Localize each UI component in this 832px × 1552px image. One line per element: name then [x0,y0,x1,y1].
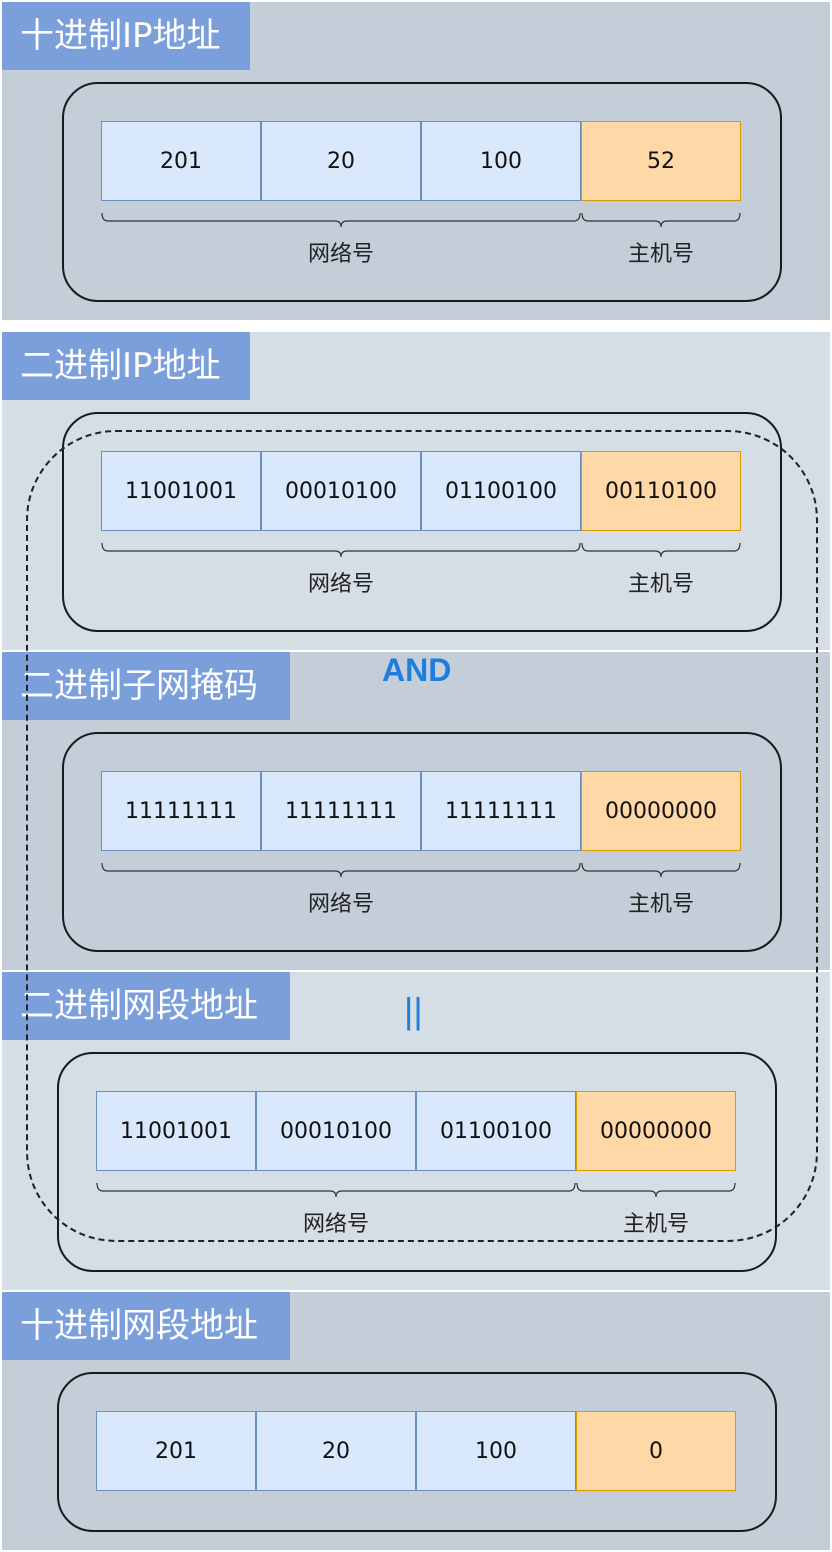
network-octet-cell: 11111111 [101,771,261,851]
network-number-label: 网络号 [307,572,374,597]
network-octet-cell: 20 [256,1411,416,1491]
host-octet-cell: 00000000 [581,771,741,851]
host-octet-cell: 52 [581,121,741,201]
network-octet-cell: 100 [421,121,581,201]
section-3-title: 二进制子网掩码 [2,652,290,720]
host-octet-cell: 0 [576,1411,736,1491]
host-brace [576,1182,736,1198]
network-brace [96,1182,576,1198]
network-octet-cell: 201 [101,121,261,201]
network-octet-cell: 00010100 [256,1091,416,1171]
network-brace [101,212,581,228]
network-brace [101,862,581,878]
network-brace [101,542,581,558]
section-1-title: 十进制IP地址 [2,2,250,70]
network-octet-cell: 20 [261,121,421,201]
host-octet-cell: 00000000 [576,1091,736,1171]
host-number-label: 主机号 [627,572,694,597]
and-operator: AND [382,652,452,688]
section-2-title: 二进制IP地址 [2,332,250,400]
equals-operator: || [404,990,423,1031]
section-4-title: 二进制网段地址 [2,972,290,1040]
section-3-braces [101,862,741,878]
network-number-label: 网络号 [302,1212,369,1237]
network-octet-cell: 01100100 [421,451,581,531]
section-3-frame [62,732,782,952]
network-octet-cell: 01100100 [416,1091,576,1171]
network-octet-cell: 11001001 [101,451,261,531]
host-brace [581,212,741,228]
host-brace [581,862,741,878]
network-number-label: 网络号 [307,242,374,267]
and-operation-outline [26,430,818,1242]
section-2-braces [101,542,741,558]
network-octet-cell: 11111111 [421,771,581,851]
host-number-label: 主机号 [627,892,694,917]
section-5-title: 十进制网段地址 [2,1292,290,1360]
network-number-label: 网络号 [307,892,374,917]
network-octet-cell: 100 [416,1411,576,1491]
network-octet-cell: 00010100 [261,451,421,531]
network-octet-cell: 201 [96,1411,256,1491]
network-octet-cell: 11111111 [261,771,421,851]
section-1-braces [101,212,741,228]
section-2-frame [62,412,782,632]
network-octet-cell: 11001001 [96,1091,256,1171]
host-brace [581,542,741,558]
host-octet-cell: 00110100 [581,451,741,531]
section-5-frame [57,1372,777,1532]
host-number-label: 主机号 [627,242,694,267]
section-1-frame [62,82,782,302]
section-4-braces [96,1182,736,1198]
host-number-label: 主机号 [622,1212,689,1237]
